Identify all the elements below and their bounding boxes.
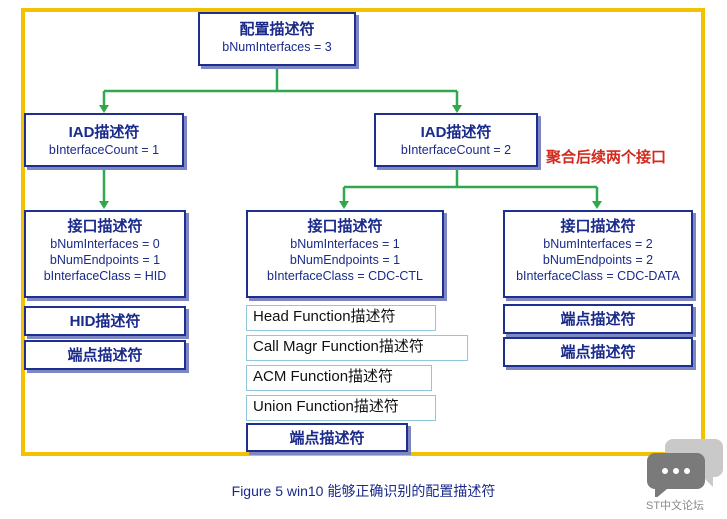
config-descriptor-num-interfaces: bNumInterfaces = 3 xyxy=(222,40,332,54)
iface-hid-title: 接口描述符 xyxy=(67,218,143,235)
iface-hid-num-endpoints: bNumEndpoints = 1 xyxy=(49,253,161,267)
data-endpoint-label-2: 端点描述符 xyxy=(560,344,636,361)
ctl-endpoint-descriptor-box: 端点描述符 xyxy=(246,423,408,452)
function-descriptor-acm: ACM Function描述符 xyxy=(246,365,432,391)
iad-right-title: IAD描述符 xyxy=(420,124,492,141)
function-descriptor-union: Union Function描述符 xyxy=(246,395,436,421)
iad-descriptor-left: IAD描述符 bInterfaceCount = 1 xyxy=(24,113,184,167)
data-endpoint-descriptor-box-1: 端点描述符 xyxy=(503,304,693,334)
figure-caption: Figure 5 win10 能够正确识别的配置描述符 xyxy=(231,483,496,499)
interface-descriptor-hid: 接口描述符 bNumInterfaces = 0 bNumEndpoints =… xyxy=(24,210,186,298)
iface-ctl-class: bInterfaceClass = CDC-CTL xyxy=(267,269,423,283)
iad-left-interface-count: bInterfaceCount = 1 xyxy=(48,143,160,157)
iface-ctl-num-endpoints: bNumEndpoints = 1 xyxy=(289,253,401,267)
iface-data-num-endpoints: bNumEndpoints = 2 xyxy=(542,253,654,267)
config-descriptor-box: 配置描述符 bNumInterfaces = 3 xyxy=(198,12,356,66)
iad-descriptor-right: IAD描述符 bInterfaceCount = 2 xyxy=(374,113,538,167)
hid-endpoint-label: 端点描述符 xyxy=(67,347,143,364)
config-descriptor-title: 配置描述符 xyxy=(239,21,315,38)
ctl-endpoint-label: 端点描述符 xyxy=(289,430,365,447)
chat-bubble-icon xyxy=(647,439,723,499)
iface-data-class: bInterfaceClass = CDC-DATA xyxy=(516,269,680,283)
iad-right-interface-count: bInterfaceCount = 2 xyxy=(400,143,512,157)
interface-descriptor-cdc-ctl: 接口描述符 bNumInterfaces = 1 bNumEndpoints =… xyxy=(246,210,444,298)
iad-left-title: IAD描述符 xyxy=(68,124,140,141)
iface-data-num-interfaces: bNumInterfaces = 2 xyxy=(543,237,653,251)
watermark-text: ST中文论坛 xyxy=(646,500,705,512)
data-endpoint-descriptor-box-2: 端点描述符 xyxy=(503,337,693,367)
function-descriptor-head: Head Function描述符 xyxy=(246,305,436,331)
hid-endpoint-descriptor-box: 端点描述符 xyxy=(24,340,186,370)
data-endpoint-label-1: 端点描述符 xyxy=(560,311,636,328)
iface-ctl-num-interfaces: bNumInterfaces = 1 xyxy=(290,237,400,251)
hid-descriptor-label: HID描述符 xyxy=(69,313,141,330)
iface-hid-class: bInterfaceClass = HID xyxy=(43,269,167,283)
iface-data-title: 接口描述符 xyxy=(560,218,636,235)
iface-hid-num-interfaces: bNumInterfaces = 0 xyxy=(50,237,160,251)
aggregate-note: 聚合后续两个接口 xyxy=(546,149,667,166)
function-descriptor-call-mgr: Call Magr Function描述符 xyxy=(246,335,468,361)
iface-ctl-title: 接口描述符 xyxy=(307,218,383,235)
interface-descriptor-cdc-data: 接口描述符 bNumInterfaces = 2 bNumEndpoints =… xyxy=(503,210,693,298)
hid-descriptor-box: HID描述符 xyxy=(24,306,186,336)
st-forum-watermark: ST中文论坛 xyxy=(643,435,723,515)
